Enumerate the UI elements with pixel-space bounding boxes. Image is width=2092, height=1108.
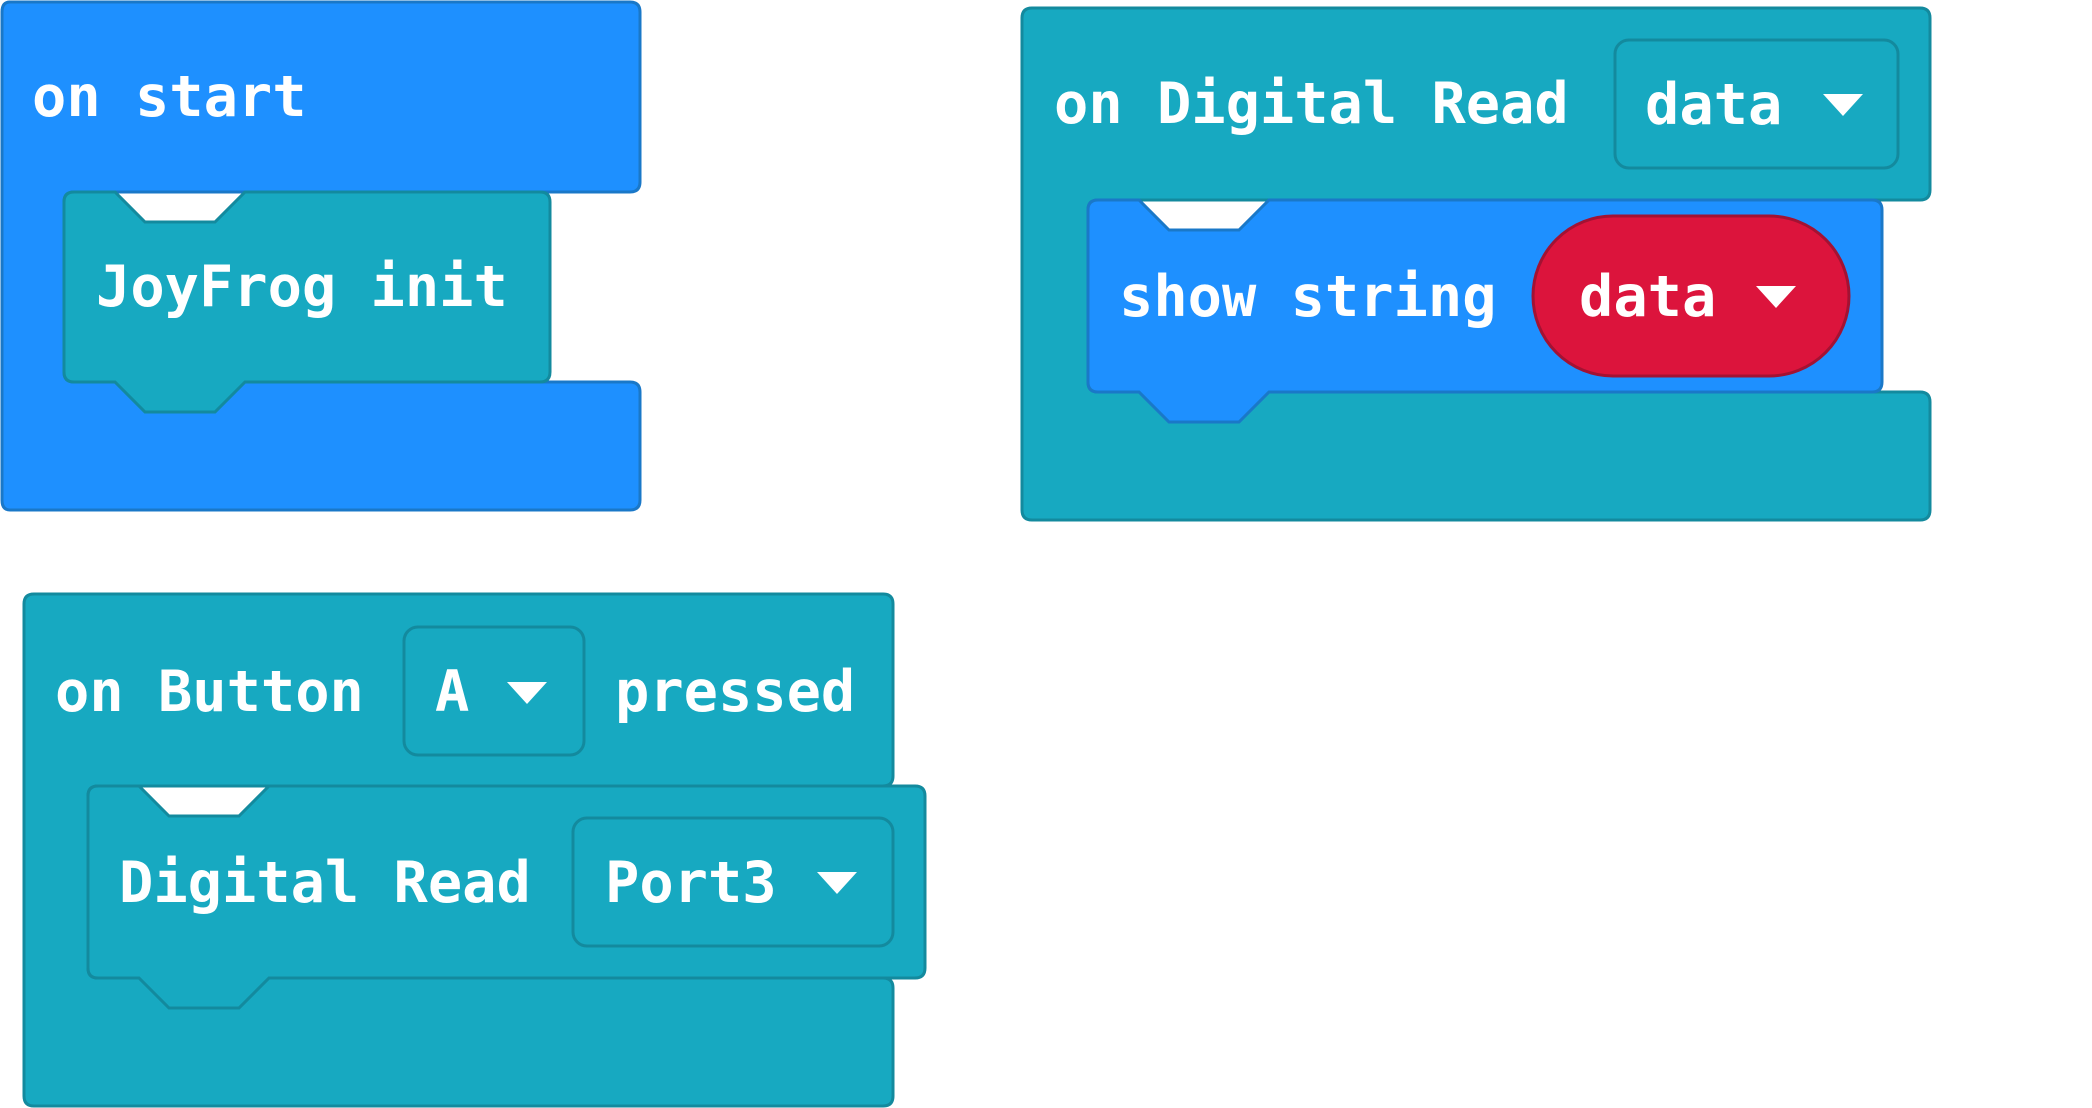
port-dropdown-box[interactable] xyxy=(571,816,895,948)
joyfrog-init-block-body[interactable] xyxy=(62,190,552,414)
data-variable-reporter[interactable]: data xyxy=(1531,214,1851,378)
port-dropdown-value: Port3 xyxy=(605,850,777,916)
on-start-label: on start xyxy=(32,64,307,130)
button-a-dropdown-value: A xyxy=(435,659,469,725)
data-variable-pill[interactable] xyxy=(1531,214,1851,378)
joyfrog-init-label: JoyFrog init xyxy=(96,254,508,320)
on-start-block[interactable]: on start JoyFrog init xyxy=(0,0,642,512)
digital-read-data-dropdown-value: data xyxy=(1645,72,1782,138)
on-button-pressed-block[interactable]: on Button A pressed Digital Read Port3 xyxy=(22,592,927,1108)
show-string-block[interactable]: show string data xyxy=(1086,198,1884,424)
chevron-down-icon[interactable] xyxy=(817,872,857,894)
chevron-down-icon[interactable] xyxy=(507,682,547,704)
port-dropdown[interactable]: Port3 xyxy=(571,816,895,948)
on-digital-read-block[interactable]: on Digital Read data show string data xyxy=(1020,6,1932,522)
digital-read-data-dropdown[interactable]: data xyxy=(1613,38,1900,170)
chevron-down-icon[interactable] xyxy=(1823,94,1863,116)
digital-read-label: Digital Read xyxy=(119,850,531,916)
joyfrog-init-block[interactable]: JoyFrog init xyxy=(62,190,552,414)
digital-read-block[interactable]: Digital Read Port3 xyxy=(86,784,927,1010)
digital-read-data-dropdown-box[interactable] xyxy=(1613,38,1900,170)
button-a-dropdown[interactable]: A xyxy=(402,625,586,757)
on-button-label: on Button xyxy=(55,659,364,725)
show-string-label: show string xyxy=(1119,264,1497,330)
on-digital-read-label: on Digital Read xyxy=(1054,71,1569,137)
pressed-label: pressed xyxy=(615,659,855,725)
data-variable-value: data xyxy=(1579,264,1716,330)
button-a-dropdown-box[interactable] xyxy=(402,625,586,757)
chevron-down-icon[interactable] xyxy=(1756,286,1796,308)
